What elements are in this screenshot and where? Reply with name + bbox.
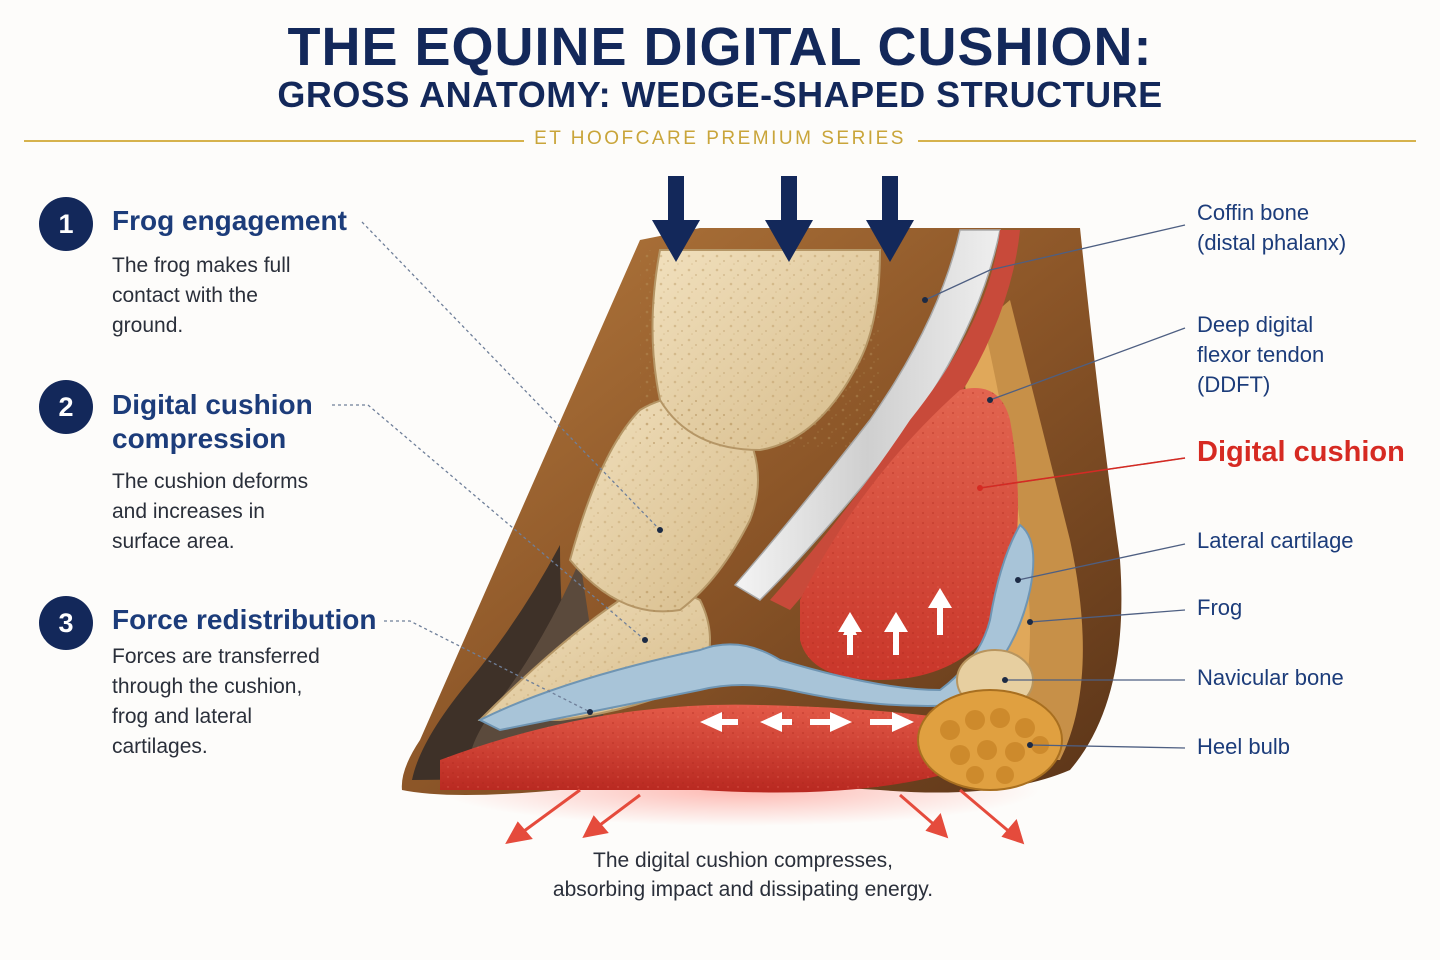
cushion-arrows (838, 588, 952, 655)
label-heel-bulb: Heel bulb (1197, 734, 1290, 759)
sole-arrows (700, 712, 914, 732)
lateral-cartilage-shape (477, 523, 1035, 732)
step-3-number: 3 (39, 596, 93, 650)
step-1-number: 1 (39, 197, 93, 251)
page-title: THE EQUINE DIGITAL CUSHION: (287, 17, 1153, 77)
label-navicular-bone: Navicular bone (1197, 665, 1344, 690)
bone-speckle-2 (570, 397, 758, 612)
divider-right (918, 140, 1416, 142)
step-1-title: Frog engagement (112, 205, 347, 236)
step-leaders (332, 221, 661, 713)
step-2-number: 2 (39, 380, 93, 434)
flexor-tendon (733, 229, 1001, 601)
heel-bulb-shape (917, 689, 1063, 791)
series-label: ET HOOFCARE PREMIUM SERIES (534, 128, 906, 149)
label-lateral-cartilage: Lateral cartilage (1197, 528, 1354, 553)
step-3-title: Force redistribution (112, 604, 377, 635)
page-subtitle: GROSS ANATOMY: WEDGE-SHAPED STRUCTURE (277, 74, 1163, 115)
deep-layer-red (770, 230, 1020, 610)
label-coffin-bone: Coffin bone(distal phalanx) (1197, 200, 1347, 255)
divider-left (24, 140, 524, 142)
energy-arrows (505, 788, 1025, 845)
digital-cushion-texture (800, 388, 1018, 680)
heel-bulb-lobules (940, 708, 1049, 784)
diagram-caption: The digital cushion compresses,absorbing… (552, 849, 934, 901)
label-frog: Frog (1197, 595, 1243, 620)
label-digital-cushion: Digital cushion (1197, 436, 1405, 468)
load-arrows (652, 176, 914, 262)
